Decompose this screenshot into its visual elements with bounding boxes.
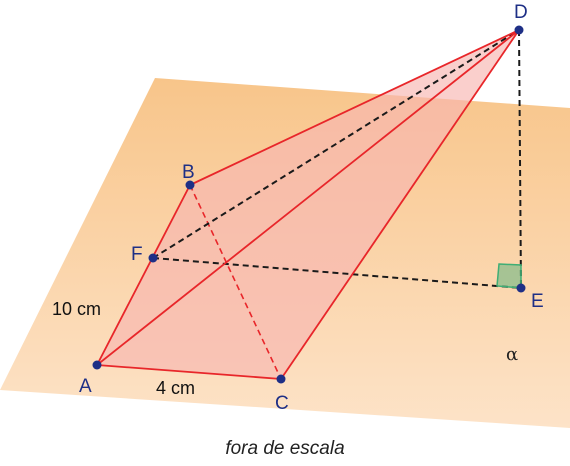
label-point-f: F <box>131 244 143 265</box>
edge-ab <box>96 184 191 366</box>
point-e <box>516 283 526 293</box>
face-acd <box>97 30 519 379</box>
point-a <box>92 360 102 370</box>
edge-cd <box>280 29 520 380</box>
segment-fd-dashed <box>152 29 520 259</box>
point-f <box>148 253 158 263</box>
edge-ac <box>96 364 282 380</box>
segment-fe-dashed <box>152 257 522 289</box>
label-point-e: E <box>531 291 544 312</box>
edge-ad <box>96 29 520 366</box>
segment-de-height <box>518 29 522 289</box>
point-c <box>276 374 286 384</box>
label-point-b: B <box>182 162 195 183</box>
measure-ac: 4 cm <box>156 378 195 398</box>
label-point-a: A <box>79 376 92 397</box>
segment-bc-hidden <box>189 184 282 380</box>
right-angle-marker <box>496 263 522 289</box>
point-d <box>514 25 524 35</box>
edge-bd <box>189 29 520 186</box>
caption: fora de escala <box>225 438 345 459</box>
point-b <box>185 180 195 190</box>
label-point-d: D <box>514 2 528 23</box>
measure-af: 10 cm <box>52 299 101 319</box>
label-point-c: C <box>275 393 289 414</box>
plane-label-alpha: α <box>506 344 518 365</box>
